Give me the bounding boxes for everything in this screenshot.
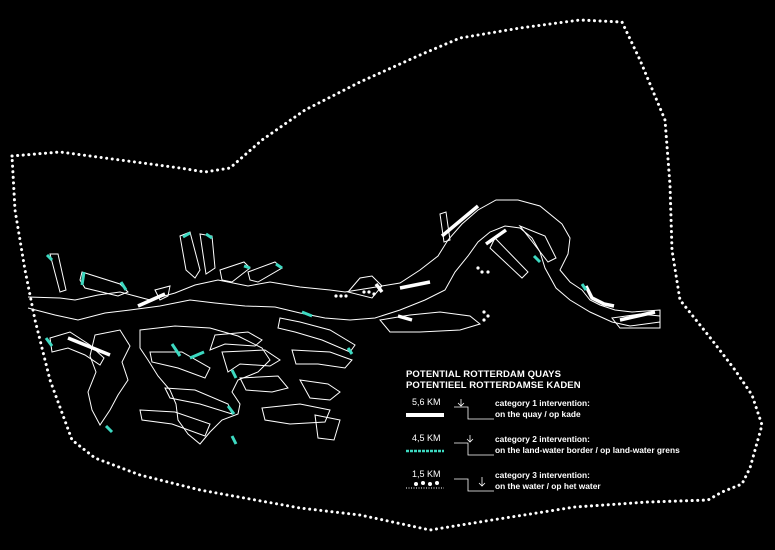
- pier-east-5: [291, 349, 353, 369]
- pier-east-1: [209, 331, 263, 351]
- legend-text: category 2 intervention: on the land-wat…: [495, 434, 680, 455]
- cat3-dot: [344, 294, 348, 298]
- pier-kop-2: [611, 313, 661, 329]
- legend-sublabel: on the water / op het water: [495, 480, 601, 491]
- legend-label: category 1 intervention:: [495, 398, 590, 408]
- pier-waal-3: [139, 409, 211, 437]
- pier-north-10: [518, 224, 557, 263]
- cat2-border: [301, 310, 313, 318]
- cat3-dot: [367, 290, 371, 294]
- river-north-bank: [27, 199, 583, 301]
- cat2-border: [230, 369, 238, 379]
- cat1-quay: [619, 310, 656, 322]
- pier-east-4: [277, 317, 356, 353]
- cat2-border: [275, 262, 283, 270]
- cat3-dot: [486, 270, 490, 274]
- cat3-dot: [482, 310, 486, 314]
- thick-line-icon: [406, 413, 444, 417]
- legend-item-category-3: 1,5 KM category 3 intervention: on the w…: [406, 469, 736, 509]
- maashaven-area: [379, 311, 482, 333]
- cat2-border: [45, 253, 54, 262]
- cat3-dot: [480, 270, 484, 274]
- cat2-border: [80, 271, 86, 286]
- eemhaven: [87, 329, 131, 426]
- category-2-borders: [44, 231, 588, 445]
- pier-north-8: [439, 211, 451, 243]
- legend-label: category 3 intervention:: [495, 470, 590, 480]
- legend-km: 4,5 KM: [412, 433, 441, 443]
- cat3-dot: [482, 318, 486, 322]
- cat2-border: [44, 337, 54, 347]
- category-3-water: [334, 266, 490, 322]
- cat1-quay: [484, 228, 508, 246]
- cat3-dot: [476, 266, 480, 270]
- pier-east-2: [221, 349, 281, 373]
- pier-east-8: [314, 414, 341, 441]
- harbour-outlines: [27, 199, 661, 445]
- water-dots-icon: [406, 481, 444, 489]
- legend-km: 5,6 KM: [412, 397, 441, 407]
- legend-title: POTENTIAL ROTTERDAM QUAYS POTENTIEEL ROT…: [406, 369, 581, 391]
- legend-title-en: POTENTIAL ROTTERDAM QUAYS: [406, 369, 562, 380]
- legend-item-category-2: 4,5 KM category 2 intervention: on the l…: [406, 433, 736, 473]
- legend-text: category 3 intervention: on the water / …: [495, 470, 601, 491]
- quay-section-icon: [454, 399, 494, 420]
- cat2-border: [243, 264, 251, 270]
- cat1-quay: [399, 280, 431, 290]
- water-section-icon: [454, 477, 494, 492]
- legend-title-nl: POTENTIEEL ROTTERDAMSE KADEN: [406, 380, 581, 391]
- finger-north-2: [79, 271, 129, 297]
- cat2-border: [205, 232, 213, 240]
- legend-item-category-1: 5,6 KM category 1 intervention: on the q…: [406, 397, 736, 437]
- waalhaven: [139, 325, 271, 445]
- cat2-border: [189, 350, 205, 360]
- finger-north-6: [247, 261, 283, 283]
- cat2-border: [104, 424, 114, 434]
- kop-van-zuid: [581, 289, 661, 322]
- pier-north-9: [489, 237, 529, 279]
- cat1-quay: [67, 336, 111, 357]
- turquoise-line-icon: [406, 449, 444, 453]
- legend-label: category 2 intervention:: [495, 434, 590, 444]
- cat1-quay: [397, 314, 413, 322]
- legend-sublabel: on the land-water border / op land-water…: [495, 444, 680, 455]
- pier-waal-1: [149, 351, 211, 379]
- pier-east-6: [299, 379, 341, 401]
- pier-east-3: [239, 375, 289, 393]
- study-area-boundary: [10, 18, 764, 532]
- cat3-dot: [362, 290, 366, 294]
- pier-west-1: [49, 331, 105, 366]
- cat3-dot: [334, 294, 338, 298]
- finger-north-4: [199, 233, 216, 275]
- legend-sublabel: on the quay / op kade: [495, 408, 581, 419]
- cat2-border: [170, 343, 182, 357]
- cat2-border: [346, 347, 354, 355]
- cat2-border: [182, 231, 191, 239]
- cat3-dot: [372, 292, 376, 296]
- legend-km: 1,5 KM: [412, 469, 441, 479]
- cat1-quay: [374, 282, 384, 294]
- finger-north-3: [179, 231, 201, 279]
- cat2-border: [119, 281, 128, 291]
- finger-north-5: [219, 261, 251, 283]
- category-1-quays: [67, 204, 656, 357]
- finger-north-1: [49, 253, 67, 293]
- legend-text: category 1 intervention: on the quay / o…: [495, 398, 590, 419]
- pier-center: [347, 275, 383, 299]
- cat2-border: [532, 254, 542, 264]
- cat1-quay: [440, 204, 480, 238]
- cat2-border: [226, 405, 236, 415]
- cat2-border: [230, 435, 238, 445]
- pier-east-7: [261, 403, 331, 425]
- cat3-dot: [339, 294, 343, 298]
- border-section-icon: [454, 435, 494, 456]
- cat1-quay: [584, 285, 615, 308]
- river-south-bank: [27, 225, 661, 327]
- pier-waal-2: [164, 387, 233, 415]
- cat1-quay: [137, 292, 166, 308]
- cat3-dot: [486, 314, 490, 318]
- cat2-border: [580, 283, 588, 291]
